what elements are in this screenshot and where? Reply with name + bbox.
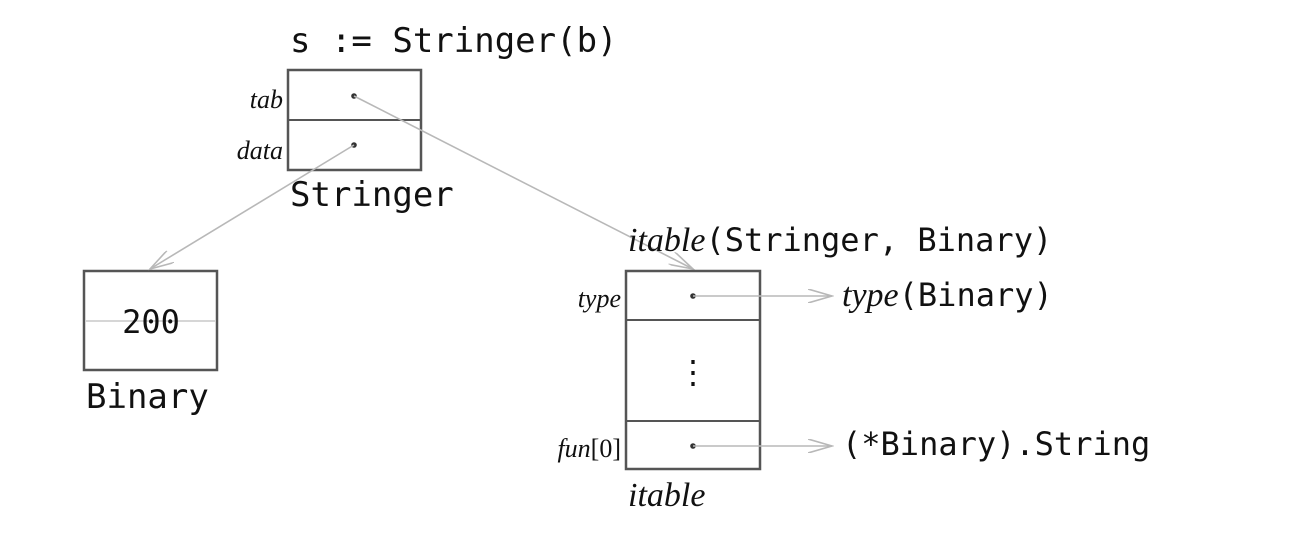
data-to-binary-arrow	[150, 144, 355, 269]
itable-heading-args: (Stringer, Binary)	[705, 221, 1052, 259]
itable-heading: itable(Stringer, Binary)	[628, 221, 1052, 259]
type-target-name: type	[842, 277, 899, 314]
stringer-data-label: data	[237, 136, 283, 165]
binary-caption: Binary	[86, 377, 209, 417]
type-target-args: (Binary)	[899, 276, 1053, 314]
itable-caption: itable	[628, 477, 705, 514]
method-target: (*Binary).String	[842, 425, 1150, 463]
itable-type-label: type	[578, 284, 621, 313]
itable-box	[624, 269, 762, 471]
itable-ellipsis: ⋮	[677, 354, 709, 390]
stringer-caption: Stringer	[290, 175, 454, 215]
stringer-box	[286, 68, 423, 172]
itable-fun-index: [0]	[591, 434, 621, 463]
itable-fun-label: fun[0]	[557, 434, 621, 463]
stringer-tab-label: tab	[250, 85, 283, 114]
binary-box	[82, 269, 219, 372]
type-target: type(Binary)	[842, 276, 1053, 314]
itable-fun-name: fun	[557, 434, 590, 463]
binary-value: 200	[122, 303, 180, 341]
diagram-title: s := Stringer(b)	[290, 21, 618, 61]
tab-to-itable-arrow	[353, 95, 693, 269]
itable-heading-name: itable	[628, 222, 705, 259]
